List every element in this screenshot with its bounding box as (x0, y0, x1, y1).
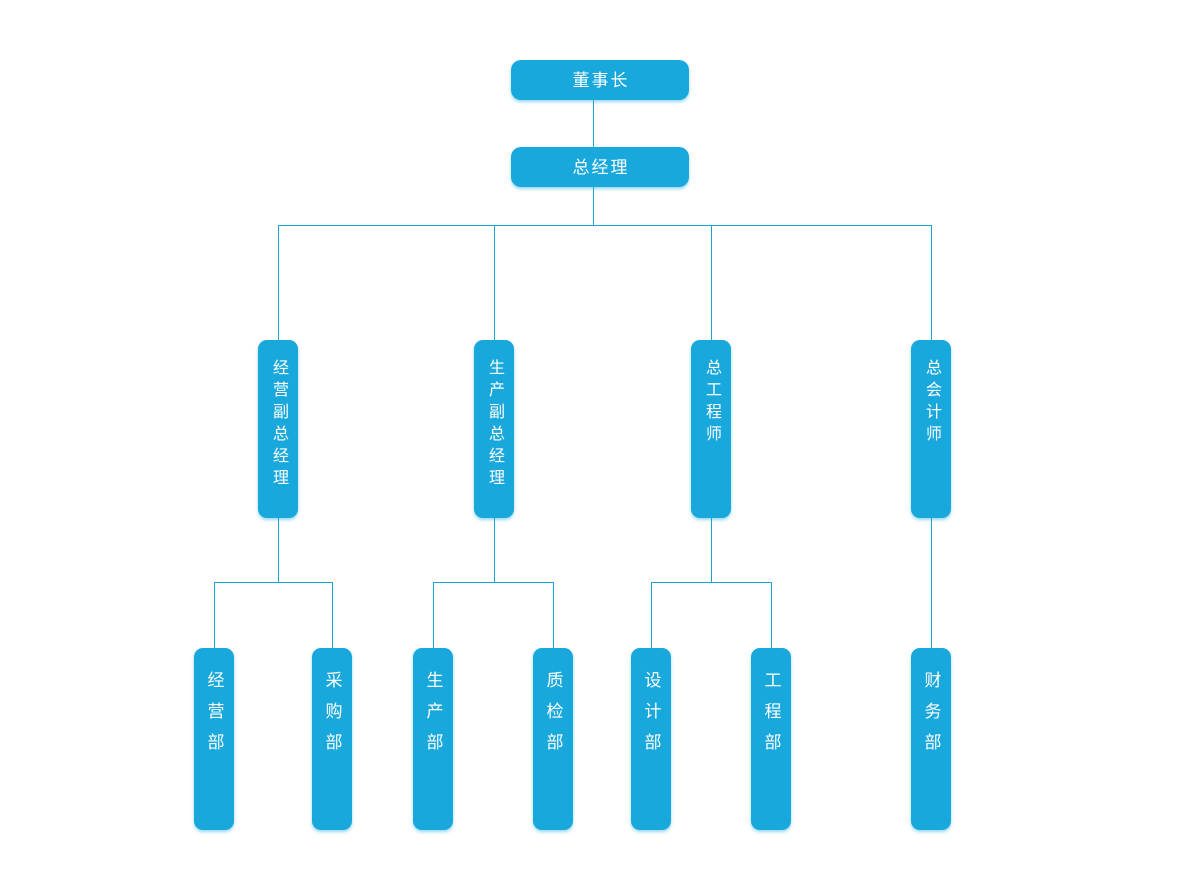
connector-drop-chief-accountant (931, 225, 932, 340)
node-dept-purchasing: 采购部 (312, 648, 352, 830)
connector-gm-bus (593, 186, 594, 225)
node-chairman-label: 董事长 (572, 70, 630, 90)
connector-drop-dept-shengchan (433, 582, 434, 648)
node-chief-accountant-label: 总会计师 (923, 359, 940, 447)
node-general-manager: 总经理 (511, 147, 689, 187)
node-dept-purchasing-label: 采购部 (322, 671, 342, 764)
node-dept-quality: 质检部 (533, 648, 573, 830)
connector-drop-dept-gongcheng (771, 582, 772, 648)
node-chairman: 董事长 (511, 60, 689, 100)
node-dept-engineering-label: 工程部 (761, 671, 781, 764)
connector-drop-chief-engineer (711, 225, 712, 340)
node-dept-quality-label: 质检部 (543, 671, 563, 764)
node-vp-operations: 经营副总经理 (258, 340, 298, 518)
node-dept-finance: 财务部 (911, 648, 951, 830)
connector-stem-chief-engineer (711, 518, 712, 582)
node-vp-operations-label: 经营副总经理 (270, 359, 287, 491)
node-dept-production-label: 生产部 (423, 671, 443, 764)
node-dept-design: 设计部 (631, 648, 671, 830)
node-general-manager-label: 总经理 (572, 157, 630, 177)
connector-drop-dept-jingying (214, 582, 215, 648)
node-chief-engineer-label: 总工程师 (703, 359, 720, 447)
node-vp-production: 生产副总经理 (474, 340, 514, 518)
connector-stem-vp-production (494, 518, 495, 582)
connector-drop-dept-zhijian (553, 582, 554, 648)
node-chief-accountant: 总会计师 (911, 340, 951, 518)
node-dept-production: 生产部 (413, 648, 453, 830)
connector-bus-chief-engineer (651, 582, 771, 583)
node-dept-engineering: 工程部 (751, 648, 791, 830)
connector-bus-vp-production (433, 582, 553, 583)
node-chief-engineer: 总工程师 (691, 340, 731, 518)
connector-drop-dept-sheji (651, 582, 652, 648)
connector-drop-vp-production (494, 225, 495, 340)
connector-chairman-gm (593, 99, 594, 147)
connector-stem-vp-operations (278, 518, 279, 582)
node-dept-finance-label: 财务部 (921, 671, 941, 764)
node-dept-operations: 经营部 (194, 648, 234, 830)
connector-drop-dept-caigou (332, 582, 333, 648)
node-dept-design-label: 设计部 (641, 671, 661, 764)
node-dept-operations-label: 经营部 (204, 671, 224, 764)
node-vp-production-label: 生产副总经理 (486, 359, 503, 491)
connector-drop-vp-operations (278, 225, 279, 340)
connector-bus-vp-operations (214, 582, 332, 583)
connector-main-bus (278, 225, 932, 226)
connector-chief-accountant-finance (931, 518, 932, 648)
